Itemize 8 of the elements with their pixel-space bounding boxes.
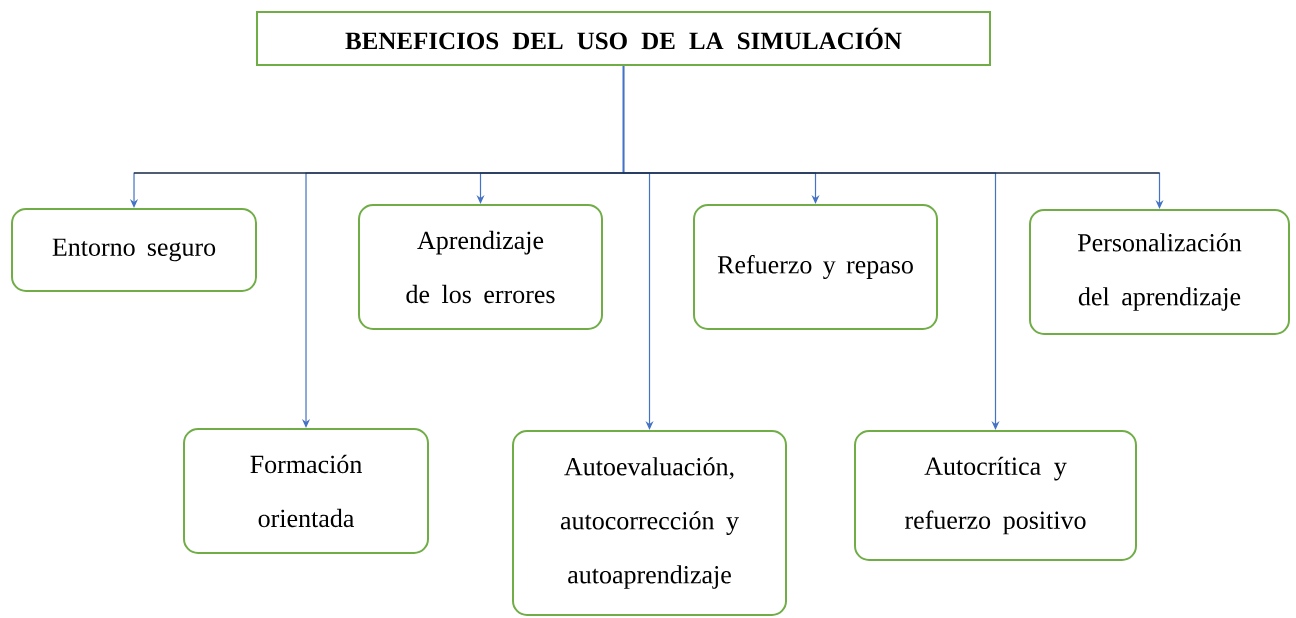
benefit-box: Personalización del aprendizaje (1029, 209, 1290, 335)
benefit-box: Entorno seguro (11, 208, 257, 292)
benefit-box: Refuerzo y repaso (693, 204, 938, 330)
benefit-box: Aprendizaje de los errores (358, 204, 603, 330)
benefit-box: Formación orientada (183, 428, 429, 554)
benefit-box: Autocrítica y refuerzo positivo (854, 430, 1137, 561)
title-box: BENEFICIOS DEL USO DE LA SIMULACIÓN (256, 11, 991, 66)
benefit-box: Autoevaluación, autocorrección y autoaprendizaje (512, 430, 787, 616)
